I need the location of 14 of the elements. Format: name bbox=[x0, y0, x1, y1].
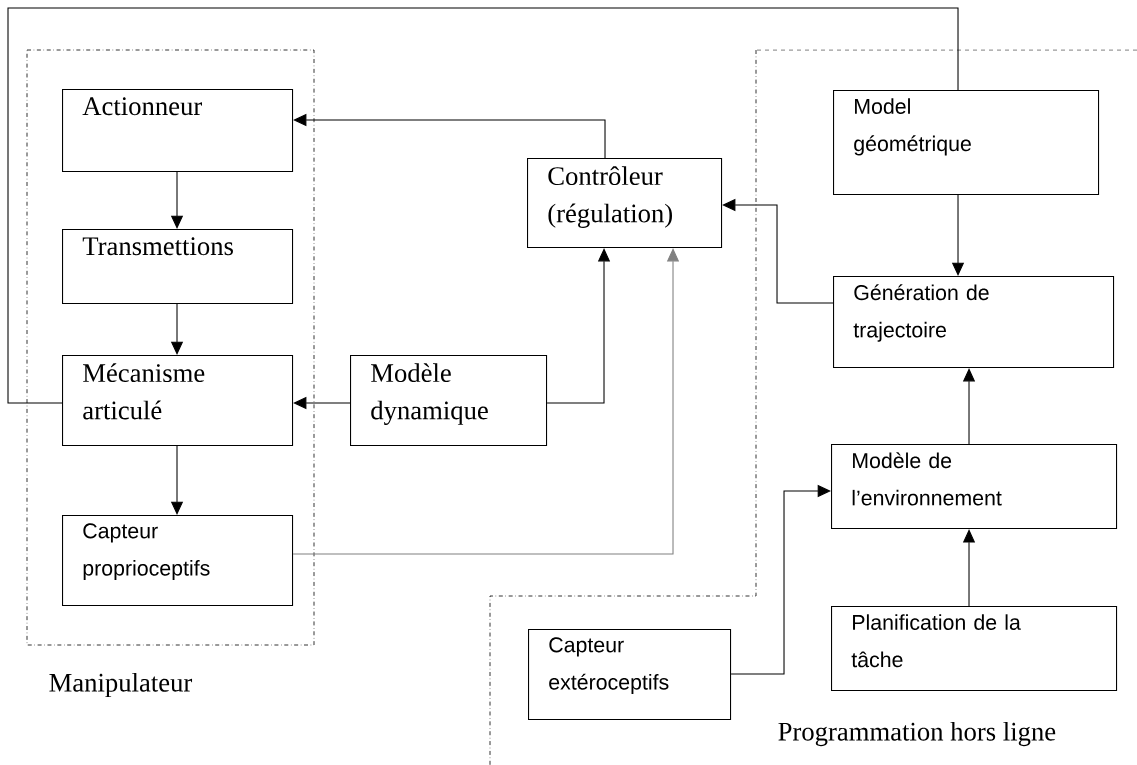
process-box: Planification de la tâche bbox=[831, 606, 1118, 692]
group-label: Manipulateur bbox=[49, 672, 193, 698]
process-box: Modèle de l’environnement bbox=[831, 444, 1118, 530]
group-label: Programmation hors ligne bbox=[778, 721, 1056, 747]
arrow bbox=[730, 484, 831, 675]
process-box: Model géométrique bbox=[833, 90, 1100, 196]
process-box: Modèle dynamique bbox=[350, 355, 548, 447]
process-box: Capteur proprioceptifs bbox=[62, 515, 294, 607]
process-box: Mécanisme articulé bbox=[62, 355, 294, 447]
process-box: Actionneur bbox=[62, 89, 294, 173]
process-box: Génération de trajectoire bbox=[833, 276, 1115, 369]
process-box: Capteur extéroceptifs bbox=[528, 629, 732, 721]
connector-line bbox=[7, 7, 959, 404]
process-box: Transmettions bbox=[62, 229, 294, 305]
